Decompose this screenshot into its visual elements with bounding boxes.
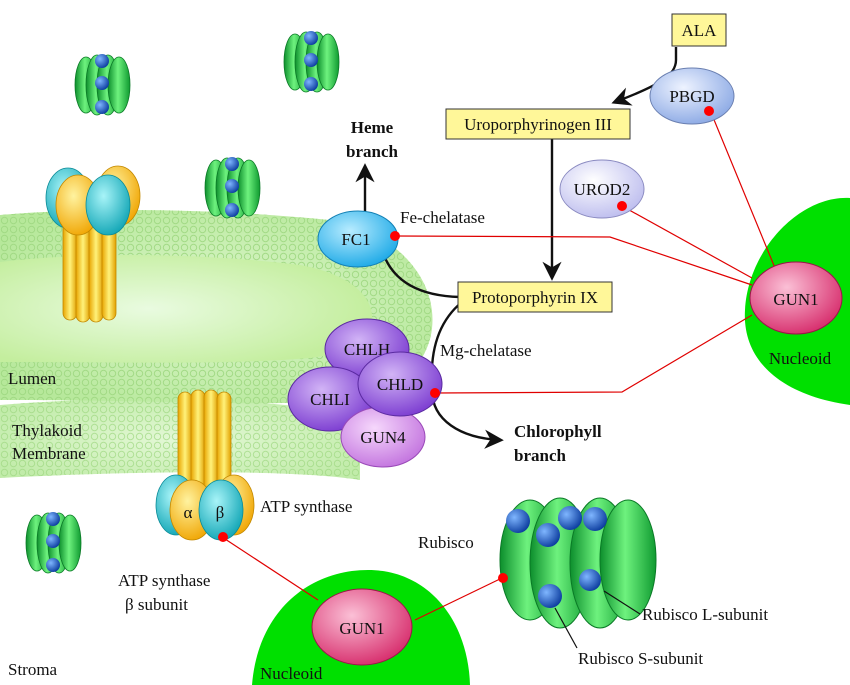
fe-chelatase-label: Fe-chelatase: [400, 208, 485, 227]
gun1-bottom: GUN1: [311, 588, 413, 666]
interaction-dots: [218, 106, 714, 583]
stroma-label: Stroma: [8, 660, 58, 679]
nucleoid-bottom-label: Nucleoid: [260, 664, 323, 683]
rubisco-complex-icon: [283, 30, 340, 93]
atp-beta-subunit-label-2: β subunit: [125, 595, 188, 614]
thylakoid-label: Thylakoid: [12, 421, 82, 440]
enzyme-gun4: GUN4: [340, 406, 426, 468]
box-uroporphyrinogen: Uroporphyrinogen III: [445, 108, 631, 140]
rubisco-label: Rubisco: [418, 533, 474, 552]
rubisco-leader-lines: [554, 590, 641, 649]
rubisco-large-complex-icon: [499, 497, 657, 629]
gun1-right-label: GUN1: [773, 290, 818, 309]
rubisco-complex-icon: [204, 156, 261, 219]
box-ala: ALA: [671, 13, 727, 47]
enzyme-fc1: FC1: [317, 210, 399, 268]
membrane-label: Membrane: [12, 444, 86, 463]
atp-synthase-label: ATP synthase: [260, 497, 352, 516]
heme-branch-label-2: branch: [346, 142, 399, 161]
gun1-interaction-lines: [221, 109, 776, 621]
chlh-label: CHLH: [344, 340, 390, 359]
rubisco-l-subunit-label: Rubisco L-subunit: [642, 605, 768, 624]
protoporphyrin-label: Protoporphyrin IX: [472, 288, 598, 307]
enzyme-pbgd: PBGD: [649, 67, 735, 125]
gun1-right: GUN1: [749, 261, 843, 335]
atp-synthase-top-icon: [45, 165, 141, 323]
beta-label: β: [216, 503, 225, 522]
nucleoid-right-label: Nucleoid: [769, 349, 832, 368]
urod2-label: UROD2: [574, 180, 631, 199]
ala-label: ALA: [682, 21, 718, 40]
mg-chelatase-label: Mg-chelatase: [440, 341, 532, 360]
enzyme-urod2: UROD2: [559, 159, 645, 219]
lumen-label: Lumen: [8, 369, 57, 388]
gun4-label: GUN4: [360, 428, 406, 447]
rubisco-s-subunit-label: Rubisco S-subunit: [578, 649, 703, 668]
alpha-label: α: [184, 503, 193, 522]
chlorophyll-branch-label-2: branch: [514, 446, 567, 465]
uroporphyrinogen-label: Uroporphyrinogen III: [464, 115, 612, 134]
atp-synthase-bottom-icon: [155, 389, 255, 541]
rubisco-complex-icon: [25, 511, 82, 574]
enzyme-chld: CHLD: [357, 351, 443, 417]
pbgd-label: PBGD: [669, 87, 714, 106]
rubisco-complex-icon: [74, 53, 131, 116]
chld-label: CHLD: [377, 375, 423, 394]
gun1-bottom-label: GUN1: [339, 619, 384, 638]
atp-beta-subunit-label: ATP synthase: [118, 571, 210, 590]
fc1-label: FC1: [341, 230, 370, 249]
chli-label: CHLI: [310, 390, 350, 409]
chlorophyll-branch-label: Chlorophyll: [514, 422, 602, 441]
box-protoporphyrin: Protoporphyrin IX: [457, 281, 613, 313]
heme-branch-label: Heme: [351, 118, 394, 137]
lumen-region: [0, 254, 373, 363]
